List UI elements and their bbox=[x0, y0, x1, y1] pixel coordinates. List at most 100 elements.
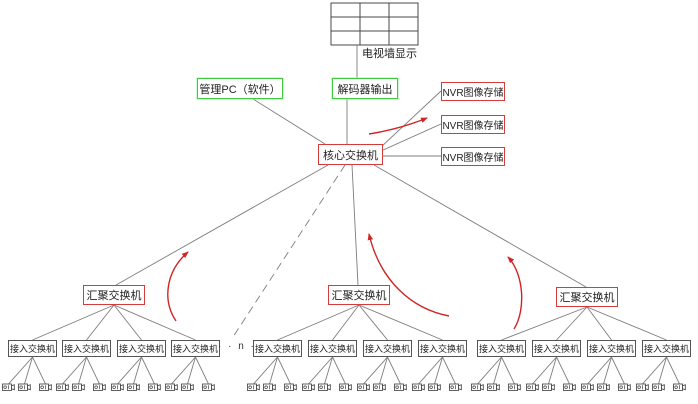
node-nvr-storage-3[interactable]: NVR图像存储 bbox=[441, 147, 505, 166]
connector-line bbox=[434, 356, 443, 385]
camera-icon bbox=[428, 383, 441, 391]
camera-icon bbox=[487, 383, 500, 391]
camera-icon bbox=[127, 383, 140, 391]
connector-line bbox=[501, 306, 588, 341]
connector-line bbox=[363, 356, 388, 385]
camera-icon bbox=[39, 383, 52, 391]
connector-line bbox=[141, 356, 155, 385]
connector-line bbox=[586, 306, 667, 341]
connector-line bbox=[332, 304, 360, 341]
connector-line bbox=[277, 356, 291, 385]
connector-line bbox=[358, 304, 388, 341]
connector-line bbox=[556, 356, 570, 385]
camera-icon bbox=[181, 383, 194, 391]
node-access-switch-9[interactable]: 接入交换机 bbox=[477, 340, 526, 357]
camera-icon bbox=[165, 383, 178, 391]
node-access-switch-4[interactable]: 接入交换机 bbox=[171, 340, 220, 357]
connector-line bbox=[442, 356, 456, 385]
camera-icon bbox=[72, 383, 85, 391]
camera-icon bbox=[302, 383, 315, 391]
camera-icon bbox=[247, 383, 260, 391]
connector-line bbox=[32, 356, 46, 385]
connector-line bbox=[86, 356, 100, 385]
camera-icon bbox=[93, 383, 106, 391]
node-core-switch[interactable]: 核心交换机 bbox=[318, 144, 383, 165]
connector-line bbox=[373, 164, 587, 288]
node-access-switch-11[interactable]: 接入交换机 bbox=[587, 340, 636, 357]
connector-line bbox=[115, 164, 329, 286]
connector-line bbox=[666, 356, 680, 385]
connector-line bbox=[113, 304, 196, 341]
node-access-switch-6[interactable]: 接入交换机 bbox=[308, 340, 357, 357]
connector-line bbox=[195, 356, 209, 385]
connector-line bbox=[380, 123, 442, 152]
connector-line bbox=[477, 356, 502, 385]
connector-line bbox=[387, 356, 401, 385]
node-access-switch-1[interactable]: 接入交换机 bbox=[8, 340, 57, 357]
node-access-switch-8[interactable]: 接入交换机 bbox=[418, 340, 467, 357]
dashed-connector-line bbox=[232, 164, 346, 338]
node-management-pc[interactable]: 管理PC（软件） bbox=[197, 78, 283, 99]
node-decoder-output[interactable]: 解码器输出 bbox=[332, 78, 398, 99]
node-aggregation-switch-3[interactable]: 汇聚交换机 bbox=[556, 287, 618, 307]
tv-wall-label: 电视墙显示 bbox=[362, 48, 417, 60]
camera-icon bbox=[148, 383, 161, 391]
camera-icon bbox=[412, 383, 425, 391]
connector-line bbox=[113, 304, 142, 341]
connector-line bbox=[324, 356, 333, 385]
connector-line bbox=[171, 356, 196, 385]
connector-line bbox=[586, 306, 612, 341]
camera-icon bbox=[563, 383, 576, 391]
connector-line bbox=[556, 306, 588, 341]
node-access-switch-12[interactable]: 接入交换机 bbox=[642, 340, 691, 357]
connector-line bbox=[277, 304, 360, 341]
connector-line bbox=[117, 356, 142, 385]
red-arrow-middle bbox=[367, 233, 450, 317]
connector-line bbox=[532, 356, 557, 385]
connector-line bbox=[332, 356, 346, 385]
camera-icon bbox=[357, 383, 370, 391]
camera-icon bbox=[284, 383, 297, 391]
camera-icon bbox=[111, 383, 124, 391]
node-access-switch-10[interactable]: 接入交换机 bbox=[532, 340, 581, 357]
camera-icon bbox=[449, 383, 462, 391]
node-access-switch-5[interactable]: 接入交换机 bbox=[253, 340, 302, 357]
camera-icon bbox=[542, 383, 555, 391]
camera-icon bbox=[581, 383, 594, 391]
camera-icon bbox=[18, 383, 31, 391]
connector-line bbox=[86, 304, 115, 341]
node-access-switch-7[interactable]: 接入交换机 bbox=[363, 340, 412, 357]
connector-line bbox=[358, 304, 443, 341]
connector-line bbox=[133, 356, 142, 385]
camera-icon bbox=[597, 383, 610, 391]
connector-line bbox=[493, 356, 502, 385]
node-nvr-storage-1[interactable]: NVR图像存储 bbox=[441, 82, 505, 101]
connector-line bbox=[351, 164, 359, 286]
camera-icon bbox=[673, 383, 686, 391]
camera-icon bbox=[508, 383, 521, 391]
connector-line bbox=[380, 90, 442, 148]
node-aggregation-switch-2[interactable]: 汇聚交换机 bbox=[328, 285, 390, 305]
camera-icon bbox=[263, 383, 276, 391]
camera-icon bbox=[339, 383, 352, 391]
connector-line bbox=[78, 356, 87, 385]
node-access-switch-3[interactable]: 接入交换机 bbox=[117, 340, 166, 357]
connector-line bbox=[379, 356, 388, 385]
connector-line bbox=[642, 356, 667, 385]
connector-line bbox=[603, 356, 612, 385]
node-nvr-storage-2[interactable]: NVR图像存储 bbox=[441, 115, 505, 134]
red-arrow-left bbox=[167, 251, 189, 322]
connector-line bbox=[587, 356, 612, 385]
connector-line bbox=[548, 356, 557, 385]
camera-icon bbox=[636, 383, 649, 391]
camera-icon bbox=[394, 383, 407, 391]
node-aggregation-switch-1[interactable]: 汇聚交换机 bbox=[83, 285, 145, 305]
node-access-switch-2[interactable]: 接入交换机 bbox=[62, 340, 111, 357]
red-arrow-nvr bbox=[368, 117, 428, 135]
connector-line bbox=[32, 304, 115, 341]
connector-line bbox=[418, 356, 443, 385]
camera-icon bbox=[2, 383, 15, 391]
connector-line bbox=[501, 356, 515, 385]
